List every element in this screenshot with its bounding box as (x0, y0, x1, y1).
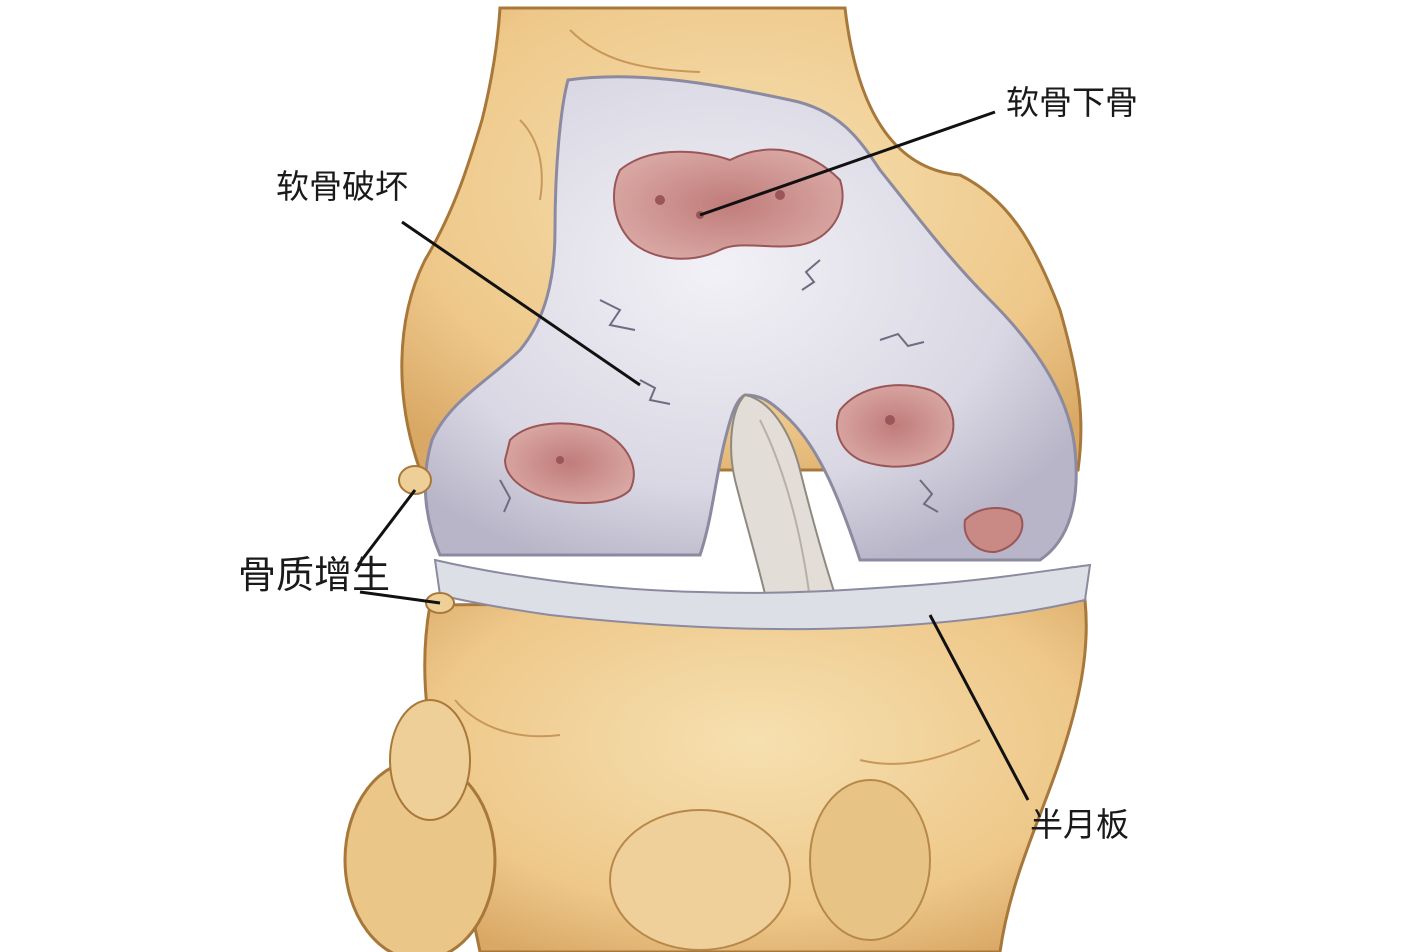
fibula-head (343, 699, 497, 952)
label-cartilage-damage: 软骨破坏 (276, 167, 408, 206)
label-meniscus: 半月板 (1030, 805, 1129, 844)
leader-osteophyte-upper (356, 489, 417, 566)
leader-osteophyte-lower (359, 590, 441, 605)
leader-cartilage (401, 220, 641, 387)
label-subchondral-bone: 软骨下骨 (1006, 83, 1138, 122)
leader-subchondral (699, 110, 996, 217)
tibia-bone (423, 598, 1088, 952)
leader-lines (356, 110, 1030, 801)
label-osteophyte: 骨质增生 (238, 553, 391, 597)
lesions (503, 148, 1024, 554)
leader-meniscus (928, 614, 1030, 801)
meniscus-shape (433, 558, 1092, 631)
